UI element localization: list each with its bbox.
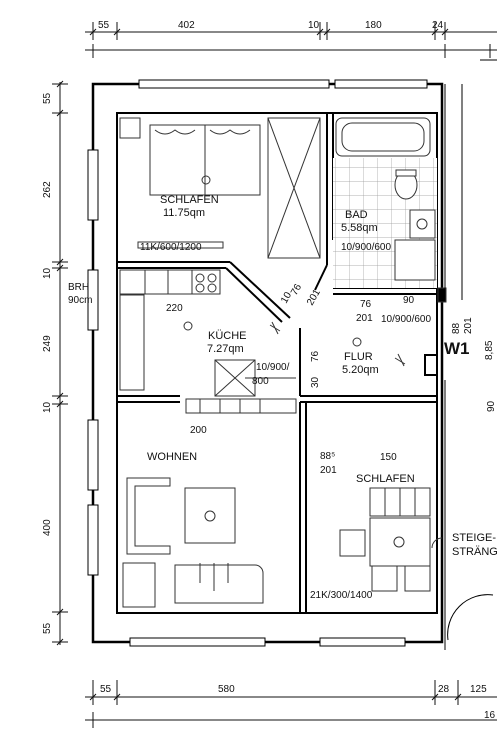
left-dim-5: 10 (42, 401, 53, 413)
kitchen-name: KÜCHE (208, 330, 247, 342)
bottom-dimension-line (85, 680, 497, 728)
hall-door-b2: 10/900/600 (381, 314, 431, 325)
bedroom-bottom-door: 88⁵ (320, 451, 335, 462)
left-dim-6: 400 (42, 519, 53, 536)
living-name: WOHNEN (147, 451, 197, 463)
kitchen-window: 10/900/ (256, 362, 290, 373)
hall-name: FLUR (344, 351, 373, 363)
door-kitchen-1: 10 (279, 290, 294, 306)
left-dim-2: 262 (42, 181, 53, 198)
hall-fixtures (269, 287, 447, 367)
bottom-dim-2: 580 (218, 684, 235, 695)
hall-door-c: 88 (451, 322, 462, 334)
stairwell (444, 59, 497, 650)
door-kitchen-2: 76 (289, 282, 304, 298)
bedroom-bottom-width: 150 (380, 452, 397, 463)
bath-name: BAD (345, 209, 368, 221)
hall-door-c2: 201 (463, 317, 474, 334)
left-dimension-line (52, 80, 68, 646)
bedroom-bottom-name: SCHLAFEN (356, 473, 415, 485)
right-mark-2: 90 (486, 400, 497, 412)
bedroom-bottom-door-2: 201 (320, 465, 337, 476)
left-dim-1: 55 (42, 92, 53, 104)
brh-label: BRH (68, 282, 89, 293)
bottom-dim-3: 28 (438, 684, 450, 695)
right-mark-1: 8,85 (484, 340, 495, 360)
living-furniture (122, 398, 297, 608)
top-dim-4: 180 (365, 20, 382, 31)
top-dim-2: 402 (178, 20, 195, 31)
top-dim-1: 55 (98, 20, 110, 31)
stair-label-1: STEIGE- (452, 532, 496, 544)
hall-door-a2: 201 (356, 313, 373, 324)
bedroom-top-name: SCHLAFEN (160, 194, 219, 206)
stair-label-2: STRÄNG (452, 546, 497, 558)
door-kitchen-3: 201 (305, 287, 323, 307)
left-dim-4: 249 (42, 335, 53, 352)
kitchen-area: 7.27qm (207, 343, 244, 355)
top-dim-3: 10 (308, 20, 320, 31)
hall-area: 5.20qm (342, 364, 379, 376)
bedroom-bottom-window: 21K/300/1400 (310, 590, 373, 601)
bath-fixtures (335, 117, 436, 281)
bottom-dim-1: 55 (100, 684, 112, 695)
kitchen-width: 220 (166, 303, 183, 314)
bedroom-top-area: 11.75qm (163, 207, 205, 219)
bath-area: 5.58qm (341, 222, 378, 234)
kitchen-window-2: 800 (252, 376, 269, 387)
top-dimension-line (85, 22, 497, 58)
door-vertical-2: 30 (310, 376, 321, 388)
left-dim-7: 55 (42, 622, 53, 634)
top-dim-5: 24 (432, 20, 444, 31)
brh-value: 90cm (68, 295, 92, 306)
windows (87, 79, 428, 647)
bedroom-top-furniture (119, 117, 321, 259)
bottom-dim-4: 125 (470, 684, 487, 695)
hall-door-a: 76 (360, 299, 372, 310)
bedroom-bottom-furniture (339, 487, 443, 592)
left-dim-3: 10 (42, 267, 53, 279)
hall-door-b: 90 (403, 295, 415, 306)
kitchen-furniture (119, 269, 296, 397)
living-width: 200 (190, 425, 207, 436)
door-vertical-1: 76 (310, 350, 321, 362)
bottom-dim-5: 16 (484, 710, 496, 721)
bath-window: 10/900/600 (341, 242, 391, 253)
bedroom-top-window: 11K/600/1200 (140, 242, 202, 253)
wall-marker: W1 (444, 339, 470, 358)
